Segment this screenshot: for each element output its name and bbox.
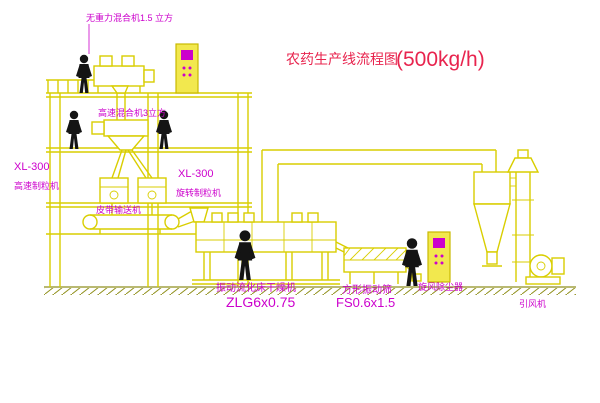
ground-line (44, 286, 576, 295)
gravity-mixer (93, 55, 155, 120)
fluid-bed-dryer (189, 207, 353, 285)
label-granulator-center-name: 旋转制粒机 (176, 187, 221, 198)
label-belt-conveyor: 皮带输送机 (96, 204, 141, 215)
induced-draft-fan (525, 254, 565, 285)
label-dryer-model: ZLG6x0.75 (226, 294, 295, 310)
granulator-right (137, 177, 167, 215)
exhaust-duct (261, 149, 497, 222)
label-cyclone: 旋风除尘器 (418, 281, 463, 292)
control-cabinet-right (427, 231, 451, 283)
belt-conveyor (82, 210, 199, 234)
label-sieve-name: 方形振动筛 (342, 283, 392, 296)
label-high-speed-mixer: 高速混合机3立方 (98, 107, 166, 118)
label-fan: 引风机 (519, 298, 546, 309)
label-granulator-center-model: XL-300 (178, 168, 213, 180)
vibrating-sieve (343, 247, 422, 284)
operator-figure (66, 110, 82, 149)
high-speed-mixer (91, 119, 153, 179)
exhaust-stack (506, 149, 540, 282)
control-cabinet-top (175, 43, 199, 94)
label-granulator-left-model: XL-300 (14, 161, 49, 173)
label-sieve-model: FS0.6x1.5 (336, 295, 395, 310)
granulator-left (99, 177, 129, 215)
label-dryer-name: 振动流化床干燥机 (216, 281, 296, 294)
label-gravity-mixer: 无重力混合机1.5 立方 (86, 12, 173, 23)
page-title: 农药生产线流程图 (286, 51, 398, 67)
cyclone-separator (473, 171, 516, 267)
label-granulator-left-name: 高速制粒机 (14, 180, 59, 191)
page-title-capacity: (500kg/h) (396, 48, 485, 71)
